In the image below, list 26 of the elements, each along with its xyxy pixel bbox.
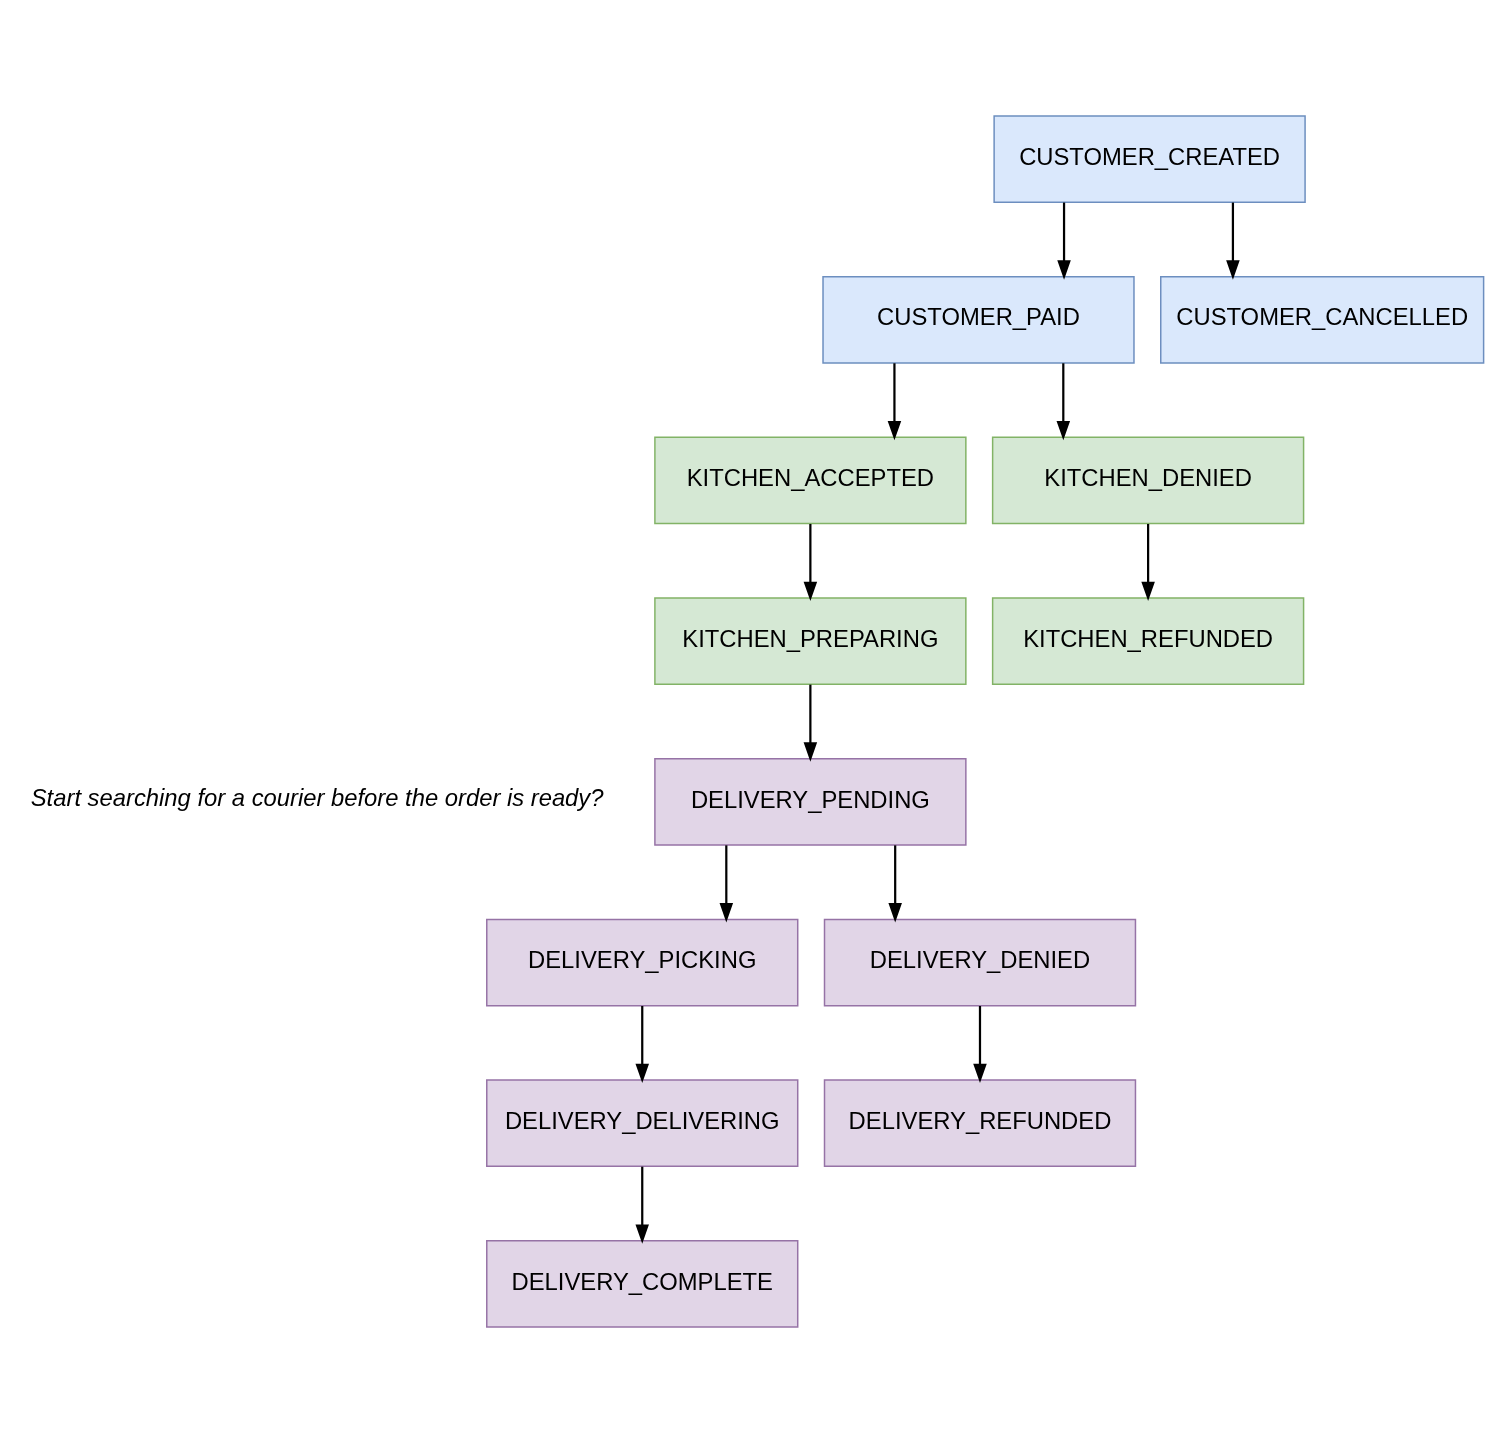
arrow xyxy=(1226,202,1240,280)
arrow xyxy=(887,362,902,440)
node-box: DELIVERY_PICKING xyxy=(486,918,799,1006)
arrow xyxy=(1057,202,1071,280)
node-box: CUSTOMER_CREATED xyxy=(993,114,1306,203)
node-box: DELIVERY_PENDING xyxy=(654,757,967,846)
node-box: CUSTOMER_CANCELLED xyxy=(1160,275,1485,364)
node-box: CUSTOMER_PAID xyxy=(822,275,1135,364)
arrow xyxy=(635,1166,650,1244)
arrow xyxy=(635,1005,650,1083)
node-box: DELIVERY_DENIED xyxy=(823,918,1137,1006)
arrow xyxy=(973,1005,987,1083)
arrow xyxy=(1056,362,1071,440)
arrow xyxy=(803,684,818,762)
node-box: KITCHEN_REFUNDED xyxy=(991,596,1305,685)
arrow xyxy=(888,844,902,922)
node-box: KITCHEN_PREPARING xyxy=(654,596,967,685)
node-box: DELIVERY_REFUNDED xyxy=(823,1078,1137,1167)
node-label: Start searching for a courier before the order is ready? xyxy=(30,783,604,811)
node-box: DELIVERY_COMPLETE xyxy=(486,1239,799,1328)
arrow xyxy=(803,523,818,601)
arrow xyxy=(719,844,734,922)
node-box: KITCHEN_DENIED xyxy=(991,436,1305,524)
arrow xyxy=(1141,523,1155,601)
node-box: DELIVERY_DELIVERING xyxy=(486,1078,799,1167)
node-box: KITCHEN_ACCEPTED xyxy=(654,436,967,524)
